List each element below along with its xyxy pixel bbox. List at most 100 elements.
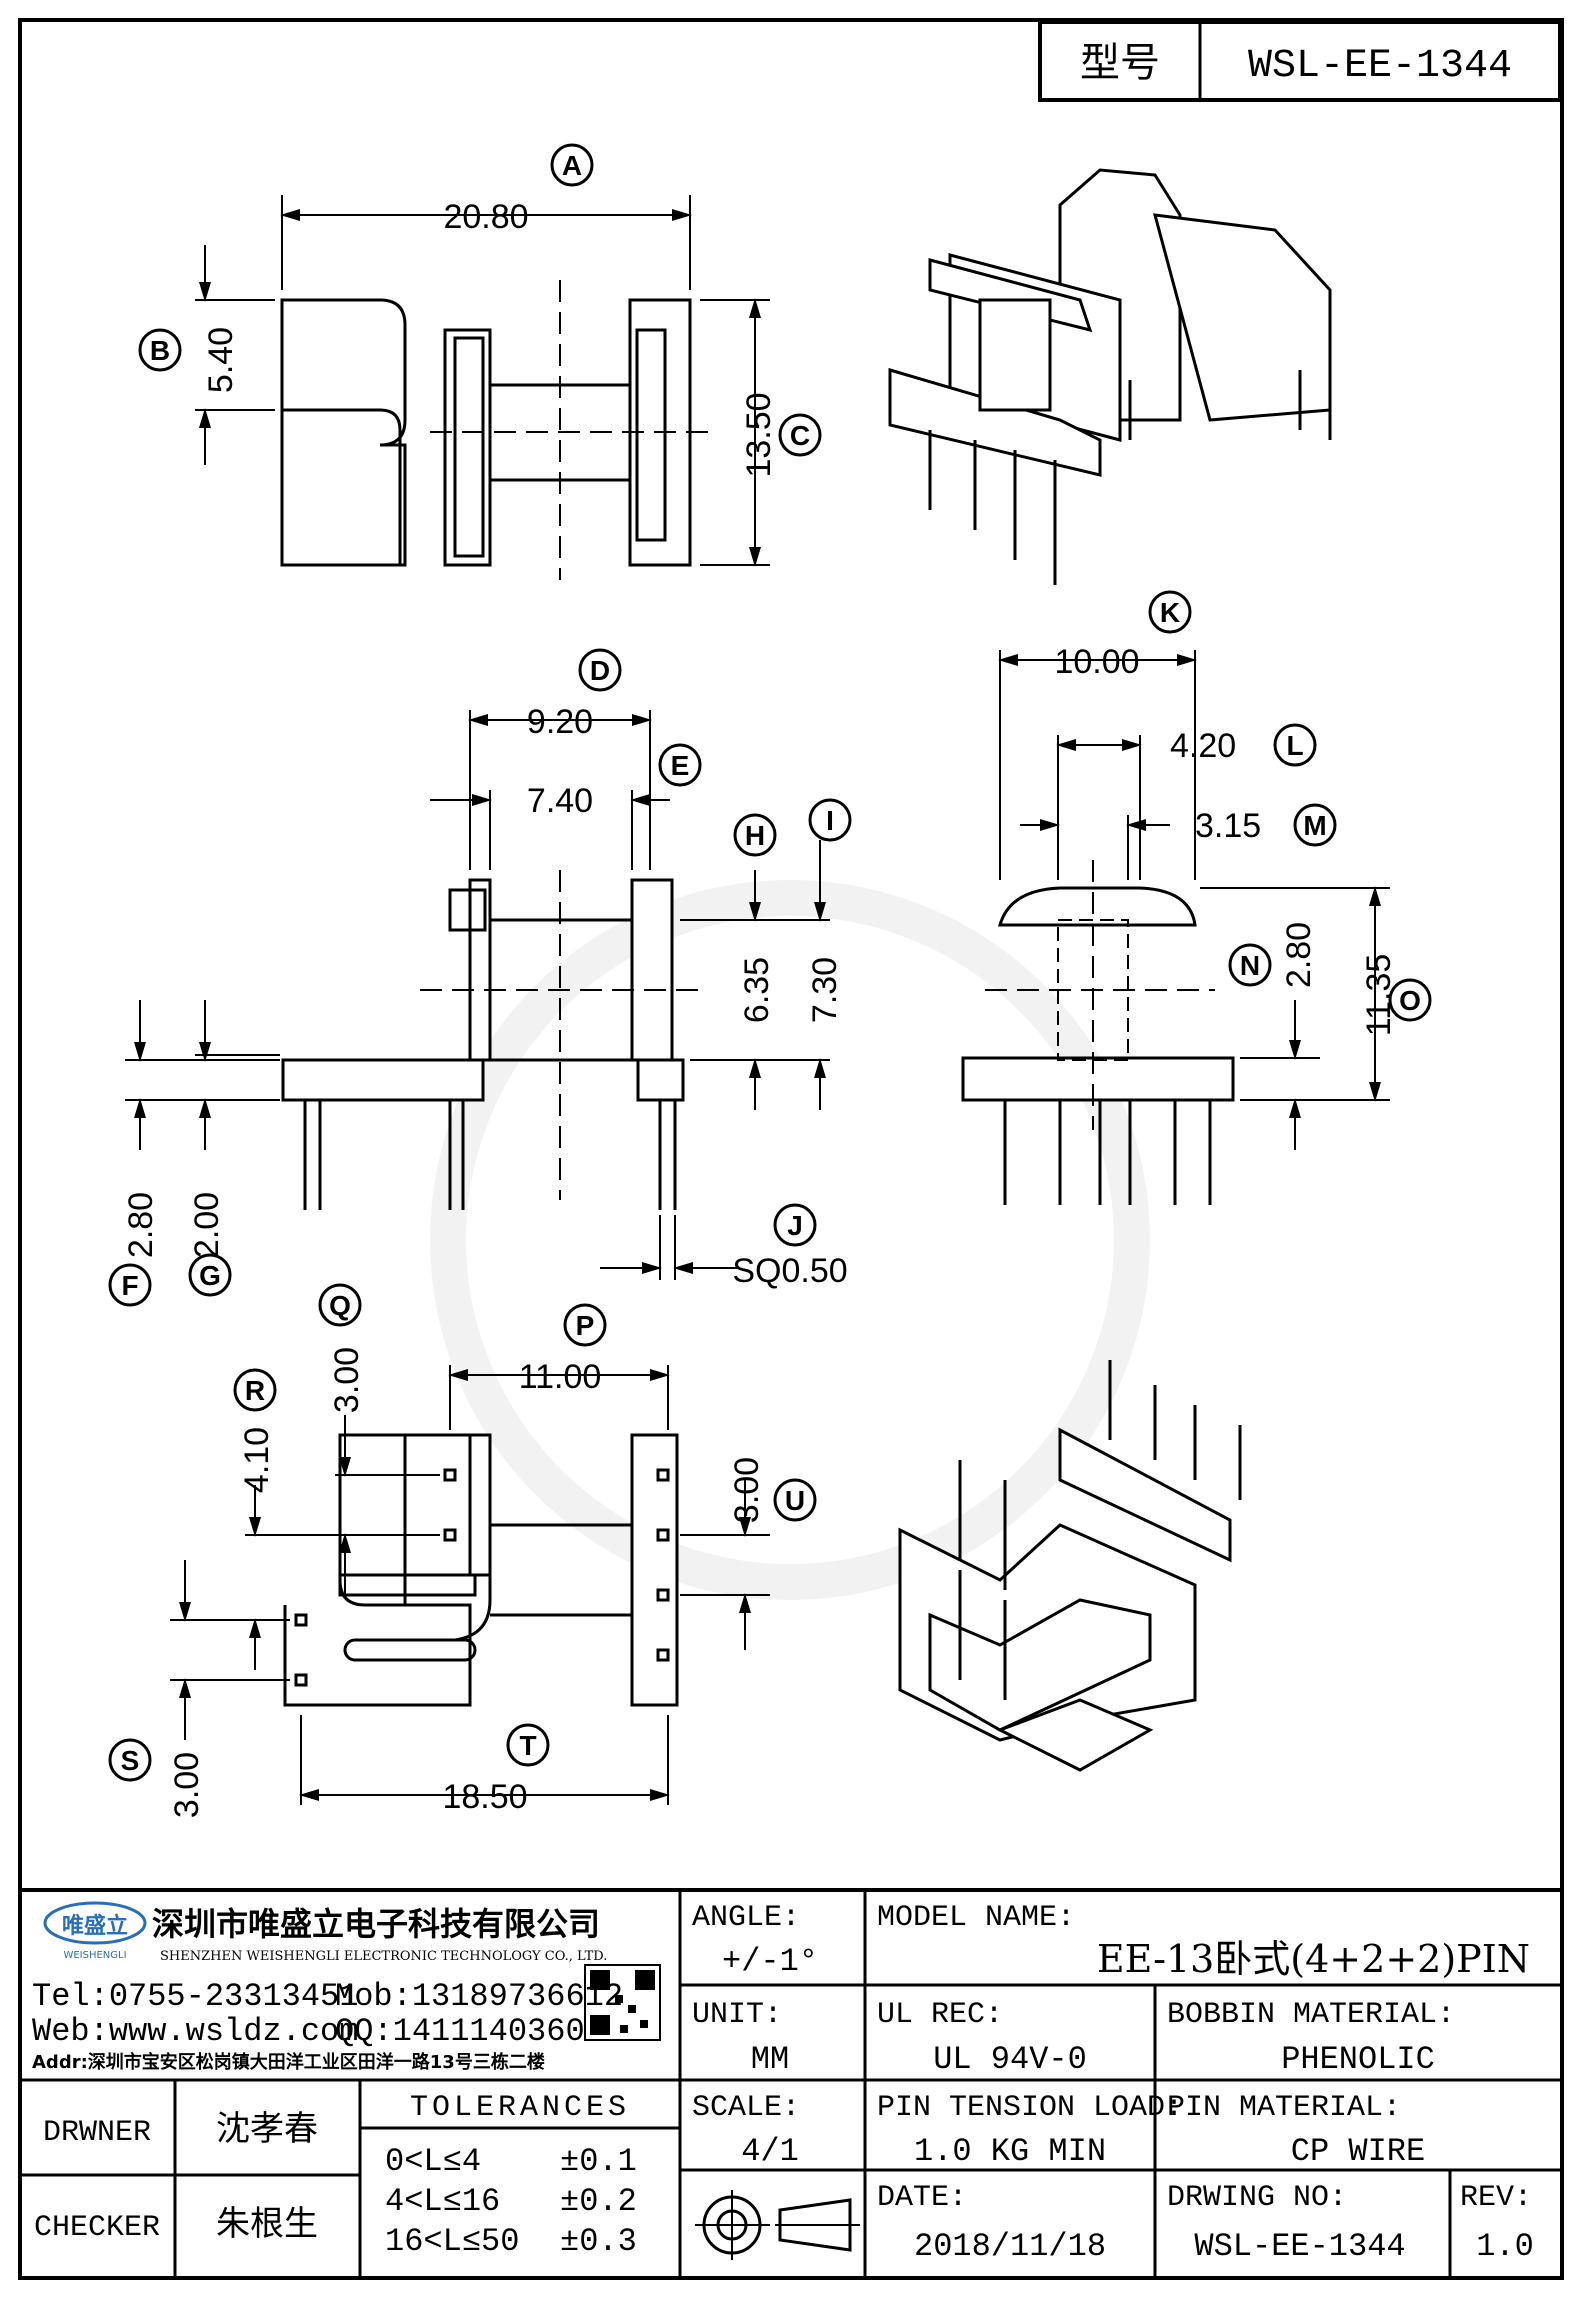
view-top <box>195 195 770 580</box>
checker-name: 朱根生 <box>216 2204 318 2244</box>
letter-o: O <box>1388 978 1432 1022</box>
address: Addr:深圳市宝安区松岗镇大田洋工业区田洋一路13号三栋二楼 <box>32 2051 545 2073</box>
tol-value-1: ±0.1 <box>560 2143 637 2180</box>
letter-p: P <box>563 1303 607 1347</box>
letter-j: J <box>773 1203 817 1247</box>
unit-value: MM <box>751 2041 789 2078</box>
drawner-name: 沈孝春 <box>216 2109 318 2149</box>
letter-c: C <box>778 413 822 457</box>
letter-a: A <box>550 143 594 187</box>
pin-material-label: PIN MATERIAL: <box>1167 2091 1401 2125</box>
dim-s-value: 3.00 <box>168 1752 206 1818</box>
dim-c-value: 13.50 <box>740 392 778 477</box>
ul-label: UL REC: <box>877 1998 1003 2032</box>
dim-j-value: SQ0.50 <box>732 1252 847 1290</box>
view-iso-bottom <box>898 1360 1242 1772</box>
drawing-no-value: WSL-EE-1344 <box>1194 2228 1405 2265</box>
date-value: 2018/11/18 <box>914 2228 1106 2265</box>
tol-range-3: 16<L≤50 <box>385 2223 519 2260</box>
dim-p-value: 11.00 <box>519 1358 602 1396</box>
dim-u-value: 3.00 <box>728 1457 766 1523</box>
dim-f-value: 2.80 <box>122 1192 160 1258</box>
dim-d-value: 9.20 <box>527 703 593 741</box>
letter-e: E <box>658 743 702 787</box>
title-block-text: 深圳市唯盛立电子科技有限公司 SHENZHEN WEISHENGLI ELECT… <box>32 1901 1534 2265</box>
letter-m: M <box>1293 803 1337 847</box>
view-iso-top <box>888 168 1332 585</box>
letter-k: K <box>1148 590 1192 634</box>
svg-text:Q: Q <box>329 1290 351 1321</box>
type-box: 型号 WSL-EE-1344 <box>1038 20 1562 102</box>
tol-range-2: 4<L≤16 <box>385 2183 500 2220</box>
dim-h-value: 6.35 <box>738 957 776 1023</box>
pin-tension-value: 1.0 KG MIN <box>914 2133 1106 2170</box>
dim-letters: A B C D E F G H I J K L M N O P Q R S T … <box>108 143 1432 1782</box>
letter-f: F <box>108 1263 152 1307</box>
dim-i-value: 7.30 <box>806 957 844 1023</box>
svg-text:M: M <box>1303 810 1326 841</box>
dim-e-value: 7.40 <box>527 782 593 820</box>
svg-text:R: R <box>245 1375 265 1406</box>
svg-text:T: T <box>519 1730 536 1761</box>
svg-text:L: L <box>1286 730 1303 761</box>
letter-r: R <box>233 1368 277 1412</box>
svg-text:O: O <box>1399 985 1421 1016</box>
svg-text:A: A <box>562 150 582 181</box>
svg-text:J: J <box>787 1210 803 1241</box>
view-front <box>125 710 830 1280</box>
title-block-grid <box>20 1888 1562 2278</box>
svg-text:I: I <box>826 805 834 836</box>
dim-r-value: 4.10 <box>238 1427 276 1493</box>
letter-s: S <box>108 1738 152 1782</box>
svg-text:H: H <box>745 820 765 851</box>
tolerances-label: TOLERANCES <box>410 2091 630 2125</box>
scale-label: SCALE: <box>692 2091 800 2125</box>
drawner-label: DRWNER <box>43 2116 151 2150</box>
letter-h: H <box>733 813 777 857</box>
dim-a-value: 20.80 <box>443 198 528 236</box>
dim-t-value: 18.50 <box>442 1778 527 1816</box>
tol-value-3: ±0.3 <box>560 2223 637 2260</box>
sheet-border <box>18 18 1564 2280</box>
dim-k-value: 10.00 <box>1054 643 1139 681</box>
dim-b-value: 5.40 <box>202 327 240 393</box>
company-name-cn: 深圳市唯盛立电子科技有限公司 <box>152 1905 600 1943</box>
bobbin-label: BOBBIN MATERIAL: <box>1167 1998 1455 2032</box>
dim-q-value: 3.00 <box>328 1347 366 1413</box>
letter-b: B <box>138 328 182 372</box>
rev-value: 1.0 <box>1476 2228 1534 2265</box>
dim-g-value: 2.00 <box>188 1192 226 1258</box>
svg-text:K: K <box>1160 597 1180 628</box>
company-logo: 唯盛立 WEISHENGLI <box>43 1901 147 1961</box>
ul-value: UL 94V-0 <box>933 2041 1087 2078</box>
company-name-en: SHENZHEN WEISHENGLI ELECTRONIC TECHNOLOG… <box>160 1949 607 1964</box>
type-value: WSL-EE-1344 <box>1248 44 1512 89</box>
dim-n-value: 2.80 <box>1280 922 1318 988</box>
pin-tension-label: PIN TENSION LOAD: <box>877 2091 1183 2125</box>
letter-l: L <box>1273 723 1317 767</box>
mob: Mob:13189736612 <box>335 1978 623 2015</box>
web: Web:www.wsldz.com <box>32 2013 358 2050</box>
checker-label: CHECKER <box>34 2211 160 2245</box>
letter-n: N <box>1228 943 1272 987</box>
bobbin-value: PHENOLIC <box>1281 2041 1435 2078</box>
svg-text:B: B <box>150 335 170 366</box>
view-bottom <box>170 1365 770 1805</box>
rev-label: REV: <box>1460 2181 1532 2215</box>
svg-text:P: P <box>576 1310 595 1341</box>
svg-text:F: F <box>121 1270 138 1301</box>
pin-material-value: CP WIRE <box>1291 2133 1425 2170</box>
model-name: EE-13卧式(4+2+2)PIN <box>1097 1937 1530 1981</box>
dim-m-value: 3.15 <box>1195 807 1261 845</box>
dim-o-value: 11.35 <box>1360 954 1398 1037</box>
drawing-no-label: DRWING NO: <box>1167 2181 1347 2215</box>
letter-i: I <box>808 798 852 842</box>
svg-text:WEISHENGLI: WEISHENGLI <box>63 1950 126 1961</box>
type-label: 型号 <box>1080 40 1160 86</box>
tol-value-2: ±0.2 <box>560 2183 637 2220</box>
qr-code <box>584 1964 661 2041</box>
svg-text:D: D <box>590 655 610 686</box>
tol-range-1: 0<L≤4 <box>385 2143 481 2180</box>
letter-u: U <box>773 1478 817 1522</box>
